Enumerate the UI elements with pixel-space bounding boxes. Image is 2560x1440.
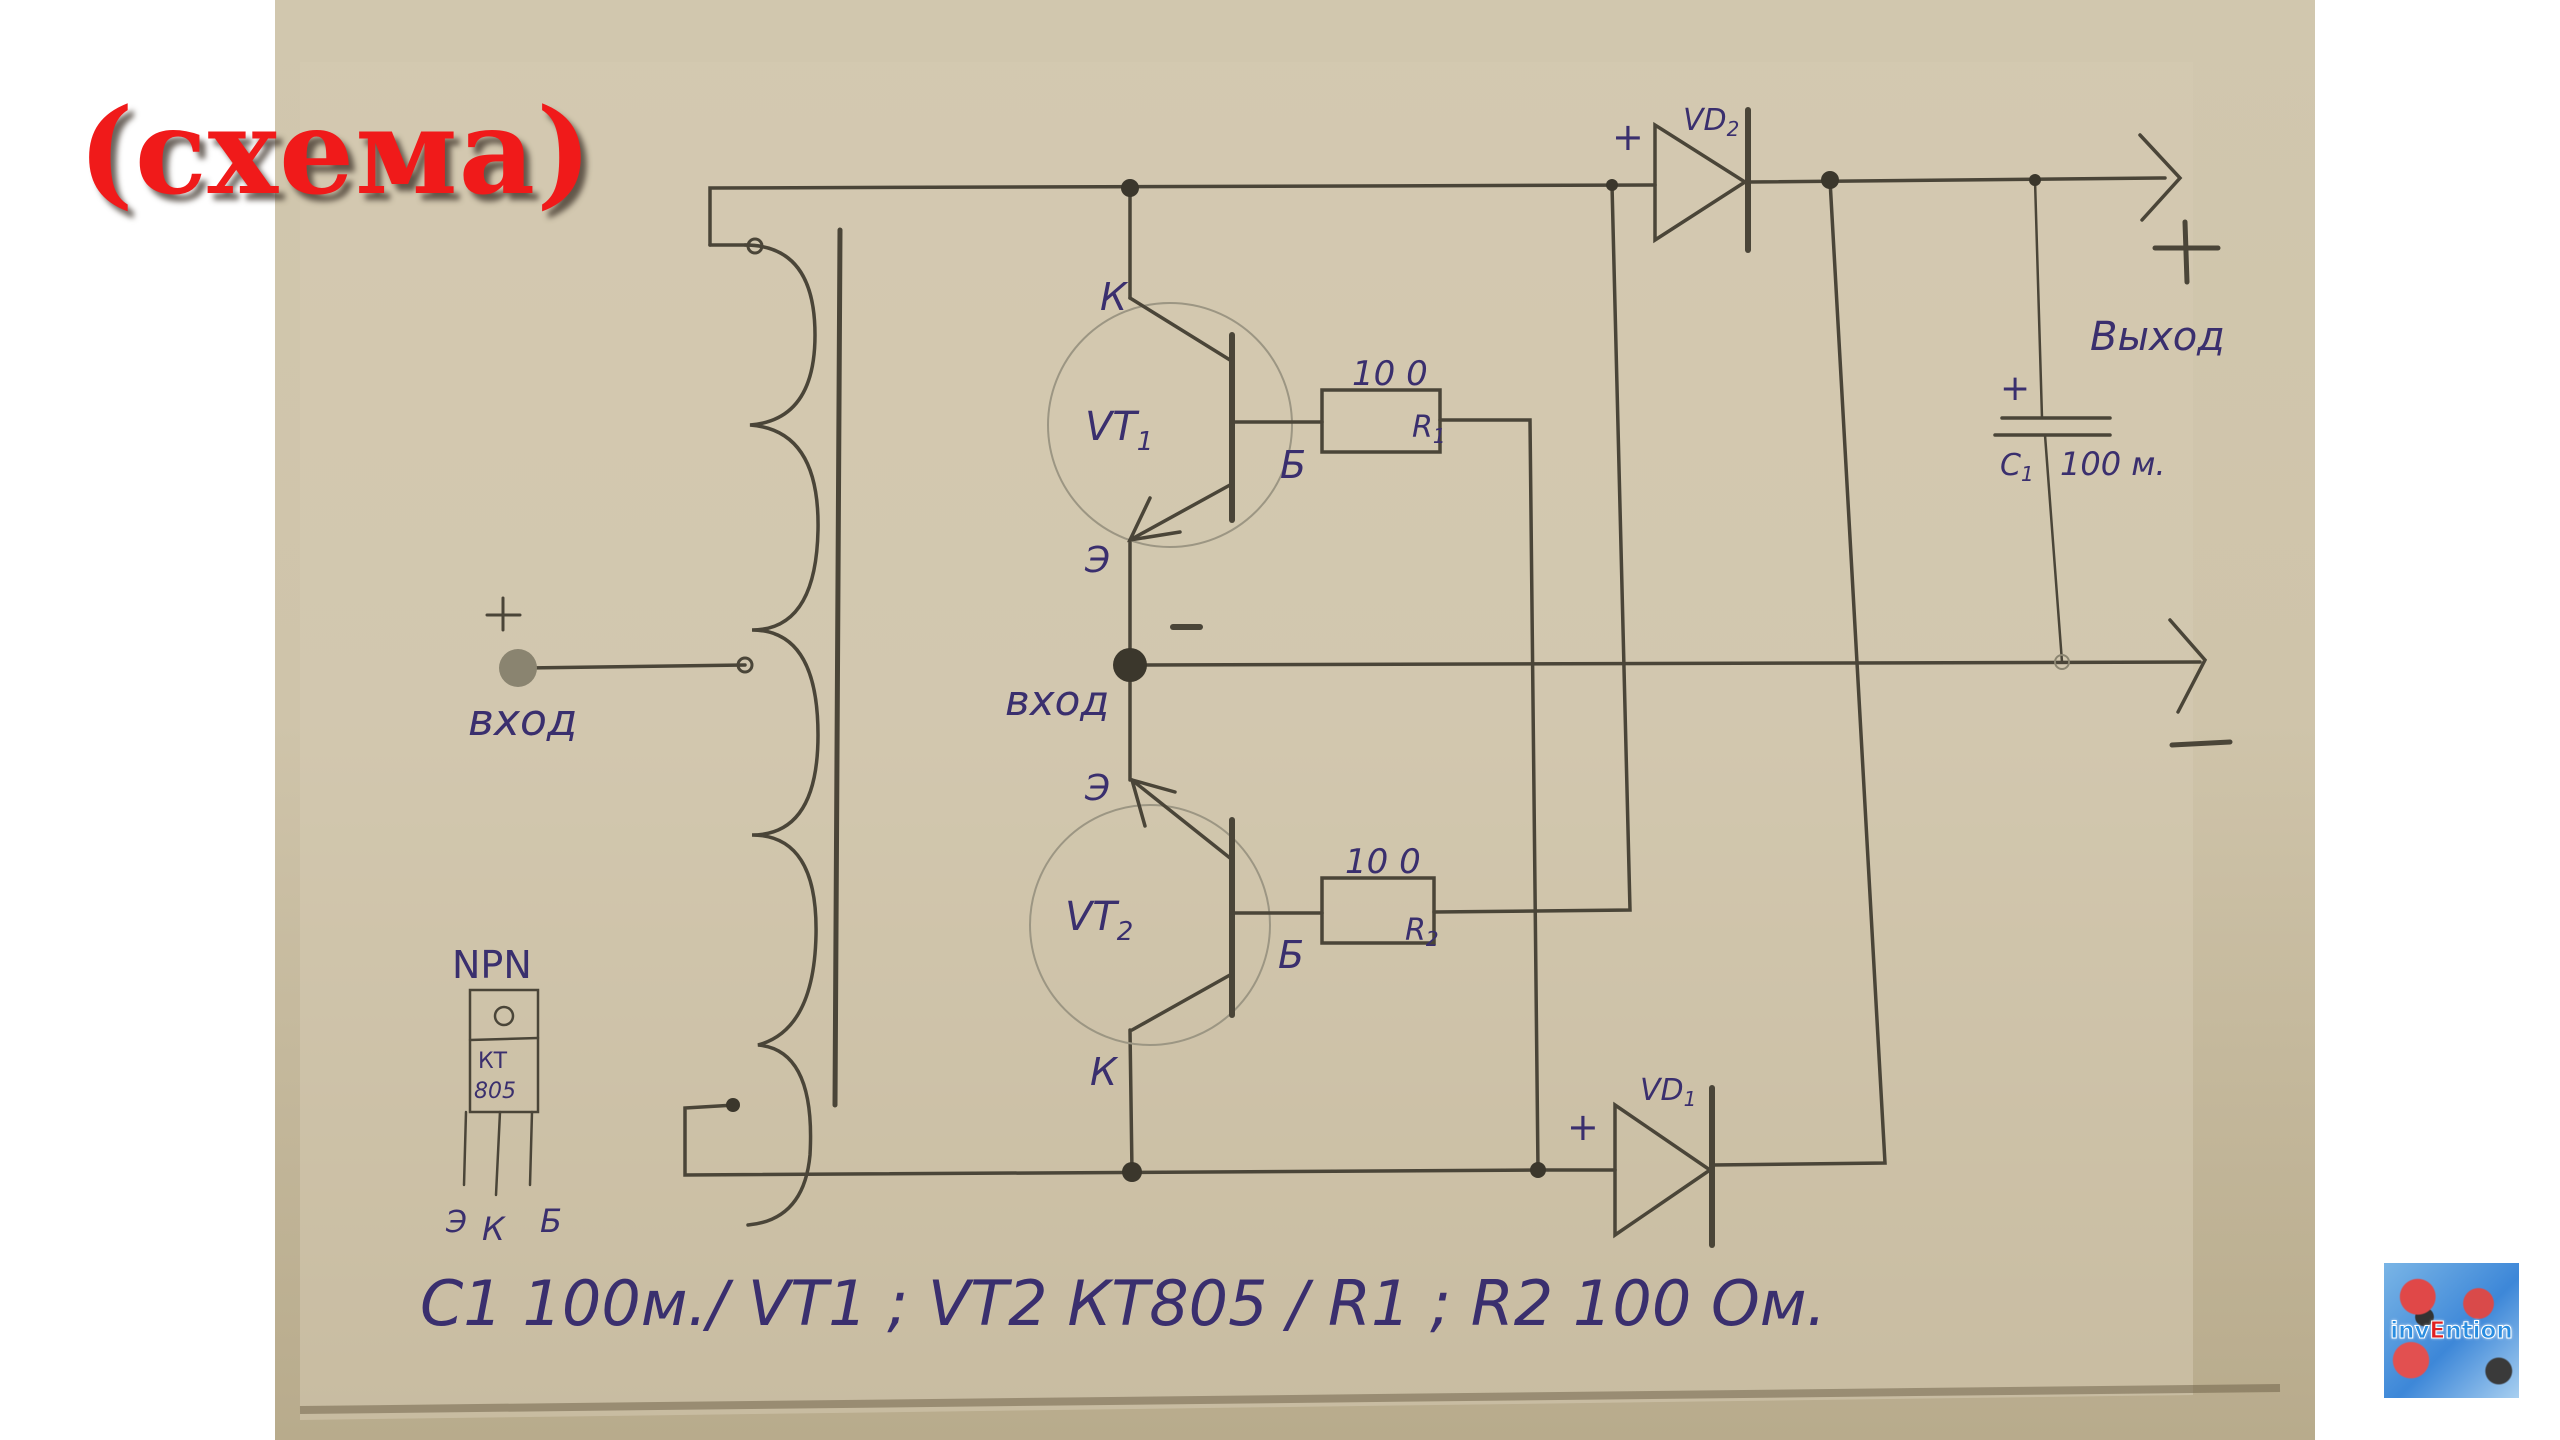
package-pin-k: К [482, 1210, 506, 1248]
vt1-circle [1047, 302, 1293, 548]
node-top-right [1606, 179, 1618, 191]
r1-label-main: R [1412, 410, 1433, 445]
output-plus-arrow [2138, 133, 2183, 222]
vd2-triangle [1653, 121, 1749, 244]
vt1-collector [1128, 296, 1232, 362]
paper-bottom-shadow [299, 1384, 2281, 1414]
node-bottom-right [1530, 1162, 1546, 1178]
channel-logo[interactable]: invEntion [2384, 1263, 2519, 1398]
vd1-label-sub: 1 [1684, 1087, 1697, 1111]
vd1-triangle [1613, 1101, 1714, 1239]
vt2-label-sub: 2 [1117, 917, 1134, 947]
vd2-label-main: VD [1683, 103, 1727, 138]
r1-lead-right [1438, 418, 1540, 1172]
overlay-title: (схема) [78, 82, 593, 221]
kt805-pin-k [494, 1110, 502, 1197]
footer-note: C1 100м./ VT1 ; VT2 КТ805 / R1 ; R2 100 … [420, 1267, 1826, 1340]
center-output-wire [1128, 660, 2202, 667]
output-minus-arrow [2168, 618, 2208, 714]
output-minus-sign [2169, 739, 2233, 748]
c1-label: C1 [2000, 448, 2034, 486]
vt2-emitter-arrow [1129, 777, 1177, 828]
vt2-collector-label: К [1090, 1050, 1119, 1094]
junctions [493, 171, 2070, 1182]
vt2-collector-wire [1128, 1028, 1134, 1174]
kt805-hole [493, 1005, 515, 1027]
c1-plus: + [2000, 368, 2030, 409]
vd1-plus: + [1567, 1105, 1599, 1149]
top-output-wire [1748, 176, 2167, 184]
node-top [1121, 179, 1139, 197]
r2-label-main: R [1405, 913, 1426, 948]
kt805-package [468, 988, 540, 1114]
package-type: NPN [452, 943, 532, 987]
vt1-emitter-label: Э [1084, 540, 1110, 581]
vt1-collector-label: К [1100, 275, 1129, 319]
vd2-plus: + [1612, 115, 1644, 159]
c1-bottom-lead [2043, 433, 2064, 664]
logo-text-accent: E [2429, 1317, 2446, 1344]
package-line1: КТ [478, 1049, 508, 1074]
input-plus-wire [523, 663, 747, 670]
r1-label-sub: 1 [1433, 424, 1446, 448]
vt2-emitter [1130, 778, 1232, 860]
node-output [1821, 171, 1839, 189]
node-bottom [1122, 1162, 1142, 1182]
labels: К VT1 Б Э 10 0 R1 Э VT2 Б К 10 0 R2 VD2 … [420, 103, 2225, 1340]
r2-lead-right [1432, 183, 1632, 914]
vt1-base-label: Б [1280, 443, 1306, 487]
c1-top-lead [2033, 178, 2044, 420]
c1-value: 100 м. [2060, 445, 2166, 483]
package-pin-e: Э [445, 1205, 467, 1240]
coil-top-terminal [746, 237, 764, 255]
c1-label-main: C [2000, 448, 2021, 483]
r2-value: 10 0 [1345, 842, 1421, 882]
paper-sheet [300, 62, 2193, 1420]
input-center-label: вход [1005, 676, 1109, 725]
vt1-label-main: VT [1085, 404, 1140, 450]
coil-tap [736, 656, 754, 674]
package-line2: 805 [474, 1079, 516, 1104]
r1-value: 10 0 [1352, 354, 1428, 394]
vt1-label-sub: 1 [1137, 427, 1154, 457]
package-pin-b: Б [540, 1202, 562, 1240]
coil-bottom-terminal [726, 1098, 740, 1112]
top-wire [708, 183, 1657, 247]
vt2-label-main: VT [1065, 894, 1120, 940]
vd1-label-main: VD [1640, 1073, 1684, 1108]
logo-text-prefix: inv [2390, 1317, 2430, 1344]
node-center [1113, 648, 1147, 682]
vd1-label: VD1 [1640, 1073, 1696, 1111]
output-plus-sign-v [2182, 219, 2190, 285]
vd2-label-sub: 2 [1727, 117, 1740, 141]
logo-text: invEntion [2390, 1317, 2513, 1344]
vd1-return-wire [1710, 178, 1887, 1167]
kt805-pin-e [462, 1110, 468, 1187]
input-plus-terminal [499, 649, 537, 687]
vt1-emitter-arrow [1126, 496, 1182, 543]
output-label: Выход [2090, 314, 2225, 360]
r2-label: R2 [1405, 913, 1439, 951]
kt805-pin-b [528, 1110, 534, 1187]
transformer-core [832, 227, 843, 1108]
vt1-label: VT1 [1085, 404, 1153, 457]
c1-label-sub: 1 [2021, 462, 2034, 486]
vt2-base-label: Б [1278, 933, 1304, 977]
node-cap-bottom [2054, 654, 2070, 670]
vt2-circle [1029, 804, 1271, 1046]
r2-label-sub: 2 [1426, 927, 1439, 951]
vt1-emitter [1128, 483, 1232, 542]
input-left-label: вход [468, 695, 577, 746]
node-cap-top [2029, 174, 2041, 186]
coil-bottom-lead [683, 1103, 1542, 1177]
vt2-label: VT2 [1065, 894, 1133, 947]
wires [462, 107, 2233, 1248]
vt2-collector [1130, 973, 1232, 1032]
transformer-winding [743, 243, 820, 1227]
vt2-emitter-label: Э [1084, 768, 1110, 809]
vd2-label: VD2 [1683, 103, 1739, 141]
kt805-tab-line [468, 1036, 540, 1042]
r1-label: R1 [1412, 410, 1446, 448]
logo-text-suffix: ntion [2445, 1317, 2513, 1344]
